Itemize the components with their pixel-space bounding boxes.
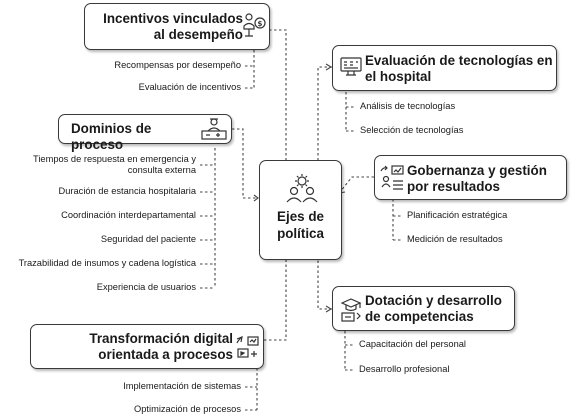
topic-gobernanza-label: Gobernanza y gestión por resultados: [407, 163, 547, 194]
subtopic-evaluacion-2: Selección de tecnologías: [360, 125, 464, 135]
topic-evaluacion[interactable]: Evaluación de tecnologías en el hospital: [332, 45, 557, 91]
subtopic-dominios-3: Coordinación interdepartamental: [61, 210, 196, 220]
subtopic-gobernanza-1: Planificación estratégica: [407, 210, 508, 220]
svg-text:$: $: [258, 20, 263, 28]
subtopic-dominios-6: Experiencia de usuarios: [96, 282, 196, 292]
subtopic-dominios-2: Duración de estancia hospitalaria: [58, 186, 196, 196]
topic-dotacion-label: Dotación y desarrollo de competencias: [365, 293, 502, 324]
topic-dominios-label: Dominios de proceso: [71, 121, 152, 152]
topic-evaluacion-label: Evaluación de tecnologías en el hospital: [365, 53, 553, 84]
governance-chart-icon: [380, 165, 406, 197]
subtopic-transformacion-2: Optimización de procesos: [134, 404, 241, 414]
topic-transformacion[interactable]: Transformación digital orientada a proce…: [30, 324, 264, 369]
subtopic-evaluacion-1: Análisis de tecnologías: [360, 101, 456, 111]
digital-process-icon: [235, 335, 261, 365]
topic-gobernanza[interactable]: Gobernanza y gestión por resultados: [374, 155, 567, 200]
subtopic-transformacion-1: Implementación de sistemas: [123, 381, 241, 391]
hospital-staff-icon: [200, 117, 228, 145]
subtopic-dotacion-2: Desarrollo profesional: [359, 364, 450, 374]
topic-incentivos[interactable]: Incentivos vinculados al desempeño $: [84, 3, 270, 50]
subtopic-dotacion-1: Capacitación del personal: [359, 339, 466, 349]
topic-dominios[interactable]: Dominios de proceso: [58, 114, 232, 152]
subtopic-dominios-4: Seguridad del paciente: [100, 234, 196, 244]
subtopic-dominios-1: Tiempos de respuesta en emergencia y con…: [33, 154, 196, 175]
topic-incentivos-label: Incentivos vinculados al desempeño: [103, 11, 243, 42]
graduate-icon: [339, 297, 363, 327]
person-money-icon: $: [241, 12, 267, 44]
center-label: Ejes de política: [277, 209, 324, 241]
subtopic-incentivos-2: Evaluación de incentivos: [138, 82, 241, 92]
monitor-icon: [339, 56, 363, 82]
subtopic-dominios-5: Trazabilidad de insumos y cadena logísti…: [18, 258, 196, 268]
topic-dotacion[interactable]: Dotación y desarrollo de competencias: [332, 286, 515, 331]
subtopic-incentivos-1: Recompensas por desempeño: [114, 60, 241, 70]
people-gear-icon: [285, 173, 319, 208]
center-node[interactable]: Ejes de política: [259, 160, 342, 260]
topic-transformacion-label: Transformación digital orientada a proce…: [89, 331, 233, 362]
subtopic-gobernanza-2: Medición de resultados: [407, 234, 503, 244]
